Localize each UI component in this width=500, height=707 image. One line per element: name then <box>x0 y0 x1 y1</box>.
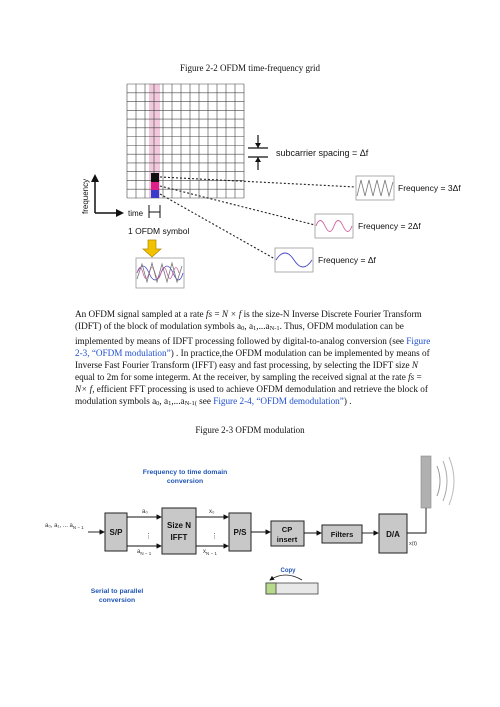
ifft-block-label-line2: IFFT <box>171 533 188 542</box>
cell-frequency-3df <box>151 173 159 182</box>
subscript: 1 <box>168 400 172 407</box>
waveform-3df <box>356 179 394 198</box>
n-times-f-symbol: N × f <box>221 309 242 319</box>
cell-frequency-df <box>151 190 159 198</box>
frequency-3df-label: Frequency = 3Δf <box>398 183 461 193</box>
filters-block-label: Filters <box>331 530 354 539</box>
ifft-block-label-line1: Size N <box>167 521 191 530</box>
ifft-ellipsis: ⋮ <box>211 533 218 540</box>
xN1-label: xN − 1 <box>203 549 217 556</box>
sp-block-label: S/P <box>110 528 124 537</box>
spacing-marker-bottom-arrowhead <box>255 157 261 162</box>
combined-waveform-box <box>135 257 185 289</box>
frequency-to-time-annotation-line2: conversion <box>167 478 203 485</box>
ofdm-symbol-column <box>149 84 160 198</box>
da-block-label: D/A <box>386 530 400 539</box>
text-run: . Thus, OFDM modulation can be implement… <box>75 321 407 346</box>
input-symbols-label: a₀, a₁, ... aN − 1 <box>45 523 84 530</box>
time-frequency-grid <box>126 83 245 199</box>
subscript: N-1( <box>184 400 197 407</box>
text-run: ) . In practice,the OFDM modulation can … <box>75 348 430 370</box>
sp-block <box>104 512 128 552</box>
subscript: 0 <box>241 325 245 332</box>
frequency-axis-arrowhead <box>91 174 99 182</box>
waveform-df <box>275 252 313 268</box>
link-figure-2-3[interactable]: Figure 2-3, “OFDM modulation” <box>75 336 431 358</box>
serial-to-parallel-annotation-line2: conversion <box>99 597 135 604</box>
text-run: , a <box>159 396 169 406</box>
combined-waveform <box>136 261 184 284</box>
text-run: ,...a <box>256 321 270 331</box>
dotted-line-3df <box>159 176 357 188</box>
radio-wave-icon-2 <box>442 460 448 502</box>
radio-wave-icon-1 <box>436 465 441 497</box>
copy-arrow <box>269 574 303 581</box>
text-run: , efficient FFT processing is used to ac… <box>75 384 428 406</box>
radio-wave-icon-3 <box>448 456 455 506</box>
frequency-axis-label: frequency <box>81 179 90 214</box>
text-run: , a <box>244 321 254 331</box>
cp-insert-label-line1: CP <box>282 525 292 534</box>
a0-label: a₀ <box>142 509 148 515</box>
n-symbol: N <box>411 360 419 370</box>
n-times-f-symbol: N× f <box>75 384 93 394</box>
ofdm-time-frequency-grid-figure: frequency time 1 OFDM symbol subcarrier … <box>81 83 461 289</box>
cp-insert-block <box>270 520 305 547</box>
waveform-2df <box>315 220 353 232</box>
filters-block <box>321 524 363 544</box>
figure-caption-ofdm-modulation: Figure 2-3 OFDM modulation <box>195 425 305 435</box>
copy-label: Copy <box>281 568 297 574</box>
ofdm-symbol-label: 1 OFDM symbol <box>128 226 190 236</box>
frequency-to-time-annotation-line1: Frequency to time domain <box>143 469 228 476</box>
time-axis-label: time <box>128 209 144 218</box>
frequency-df-label: Frequency = Δf <box>318 255 377 265</box>
sp-ellipsis: ⋮ <box>145 533 152 540</box>
spacing-marker-top-arrowhead <box>255 143 261 148</box>
serial-to-parallel-annotation-line1: Serial to parallel <box>91 588 144 595</box>
yellow-down-arrow-icon <box>142 239 162 258</box>
text-run: An OFDM signal sampled at a rate <box>75 309 206 319</box>
text-run: equal to 2m for some integerm. At the re… <box>75 372 409 382</box>
time-axis-arrowhead <box>116 209 124 217</box>
text-run: ) . <box>343 396 352 406</box>
cp-insert-label-line2: insert <box>277 535 298 544</box>
link-figure-2-4[interactable]: Figure 2-4, “OFDM demodulation” <box>213 396 344 406</box>
text-run: = <box>212 309 222 319</box>
da-to-antenna-line <box>407 508 427 534</box>
ifft-block <box>161 507 197 555</box>
text-run: see <box>196 396 214 406</box>
body-paragraph: An OFDM signal sampled at a rate fs = N … <box>75 308 435 410</box>
text-run: = <box>414 372 422 382</box>
cyclic-prefix-bar <box>265 582 277 595</box>
fs-symbol: fs <box>205 309 213 319</box>
symbol-body-bar <box>265 582 319 595</box>
dotted-line-2df <box>159 185 316 226</box>
figure-caption-time-frequency-grid: Figure 2-2 OFDM time-frequency grid <box>180 63 320 73</box>
subscript: N-1 <box>269 325 280 332</box>
fs-symbol: fs <box>408 372 415 382</box>
x0-label: x₀ <box>209 509 215 515</box>
xt-label: x(t) <box>409 541 417 547</box>
subscript: 1 <box>253 325 257 332</box>
cell-frequency-2df <box>151 182 159 190</box>
subscript: 0 <box>156 400 160 407</box>
frequency-2df-label: Frequency = 2Δf <box>358 221 421 231</box>
antenna-icon <box>420 455 432 509</box>
text-run: ,...a <box>171 396 185 406</box>
text-run: is the size-N Inverse Discrete Fourier T… <box>75 309 422 331</box>
ps-block-label: P/S <box>234 528 248 537</box>
subcarrier-spacing-label: subcarrier spacing = Δf <box>276 148 369 158</box>
aN1-label: aN − 1 <box>137 549 152 556</box>
da-block <box>378 513 408 554</box>
ps-block <box>228 512 252 552</box>
